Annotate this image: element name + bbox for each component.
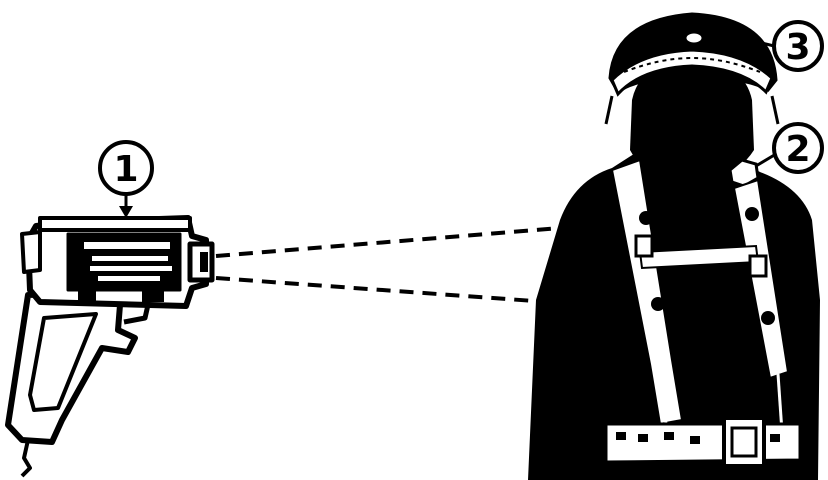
- strap-detector: [745, 207, 759, 221]
- gun-end-plate: [22, 232, 40, 272]
- strap-detector: [639, 211, 653, 225]
- helmet-sensor: [685, 32, 703, 44]
- soldier-figure: [528, 14, 820, 480]
- beam-lower: [216, 278, 548, 302]
- gun-lanyard: [22, 440, 30, 476]
- soldier-belt: [606, 424, 800, 462]
- strap-detector: [651, 297, 665, 311]
- laser-beam: [216, 228, 560, 302]
- gun-top-rail: [40, 218, 190, 230]
- callout-1-label: 1: [113, 149, 138, 190]
- laser-gun: [8, 218, 212, 476]
- beam-upper: [216, 228, 560, 256]
- callout-2: 2: [756, 124, 822, 172]
- callout-3-label: 3: [785, 27, 810, 68]
- strap-detector: [761, 311, 775, 325]
- callout-1: 1: [100, 142, 152, 218]
- callout-2-label: 2: [785, 129, 810, 170]
- belt-buckle: [724, 418, 764, 466]
